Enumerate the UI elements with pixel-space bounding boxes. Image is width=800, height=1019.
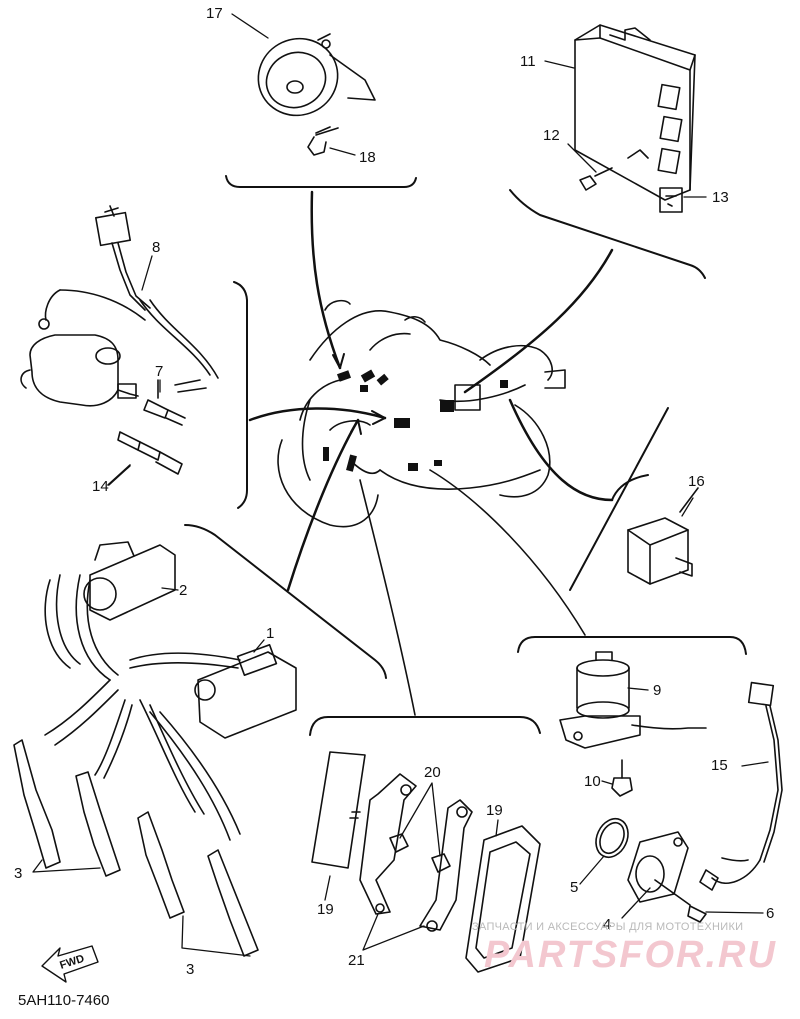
o-ring-part-5: [595, 817, 629, 859]
callout-18: 18: [359, 149, 376, 166]
callout-19-right: 19: [486, 802, 503, 819]
horn-part-17: [257, 33, 376, 117]
sensor-harness-part-8: [20, 205, 219, 407]
callout-3-upper: 3: [14, 865, 23, 882]
ecu-part-11: [574, 24, 696, 201]
ignition-coil-part-2: [44, 541, 176, 681]
callout-3-lower: 3: [186, 961, 195, 978]
callout-12: 12: [543, 127, 560, 144]
callout-17: 17: [206, 5, 223, 22]
switch-part-14: [107, 431, 183, 486]
bracket-part-21: [359, 773, 473, 932]
leader-lines: [248, 190, 614, 716]
location-markers: [323, 369, 508, 472]
forward-direction-arrow-icon: [41, 945, 99, 983]
motorcycle-silhouette: [277, 299, 566, 528]
fwd-label: FWD: [58, 953, 86, 972]
callout-1: 1: [266, 625, 275, 642]
bolt-part-10: [611, 759, 633, 797]
clip-part-13: [659, 187, 683, 213]
relay-part-16: [627, 487, 699, 585]
callout-6: 6: [766, 905, 775, 922]
motor-part-9: [559, 651, 707, 749]
callout-8: 8: [152, 239, 161, 256]
ignition-coil-part-1: [129, 643, 297, 739]
callout-4: 4: [603, 916, 612, 933]
sensor-part-4: [627, 831, 691, 906]
group-brackets: [184, 175, 747, 736]
callout-13: 13: [712, 189, 729, 206]
spark-plug-caps-part-3: [13, 679, 259, 957]
diagram-code: 5AH110-7460: [18, 992, 110, 1009]
callout-19-left: 19: [317, 901, 334, 918]
callout-21: 21: [348, 952, 365, 969]
callout-9: 9: [653, 682, 662, 699]
watermark-subtitle: ЗАПЧАСТИ И АКСЕССУАРЫ ДЛЯ МОТОТЕХНИКИ: [472, 921, 744, 933]
switch-part-7: [143, 379, 186, 426]
bolt-part-18: [307, 126, 339, 156]
callout-leaders: [32, 13, 769, 957]
reflector-part-19-right: [465, 825, 541, 973]
bolt-part-12: [579, 167, 613, 191]
reflector-part-19-left: [311, 751, 366, 869]
callout-10: 10: [584, 773, 601, 790]
callout-2: 2: [179, 582, 188, 599]
callout-7: 7: [155, 363, 164, 380]
callout-15: 15: [711, 757, 728, 774]
callout-16: 16: [688, 473, 705, 490]
bolt-part-6: [687, 905, 707, 923]
sensor-lead-part-15: [699, 681, 783, 891]
callout-11: 11: [520, 53, 536, 70]
callout-5: 5: [570, 879, 579, 896]
callout-20: 20: [424, 764, 441, 781]
watermark-brand: PARTSFOR.RU: [484, 934, 777, 976]
callout-14: 14: [92, 478, 109, 495]
